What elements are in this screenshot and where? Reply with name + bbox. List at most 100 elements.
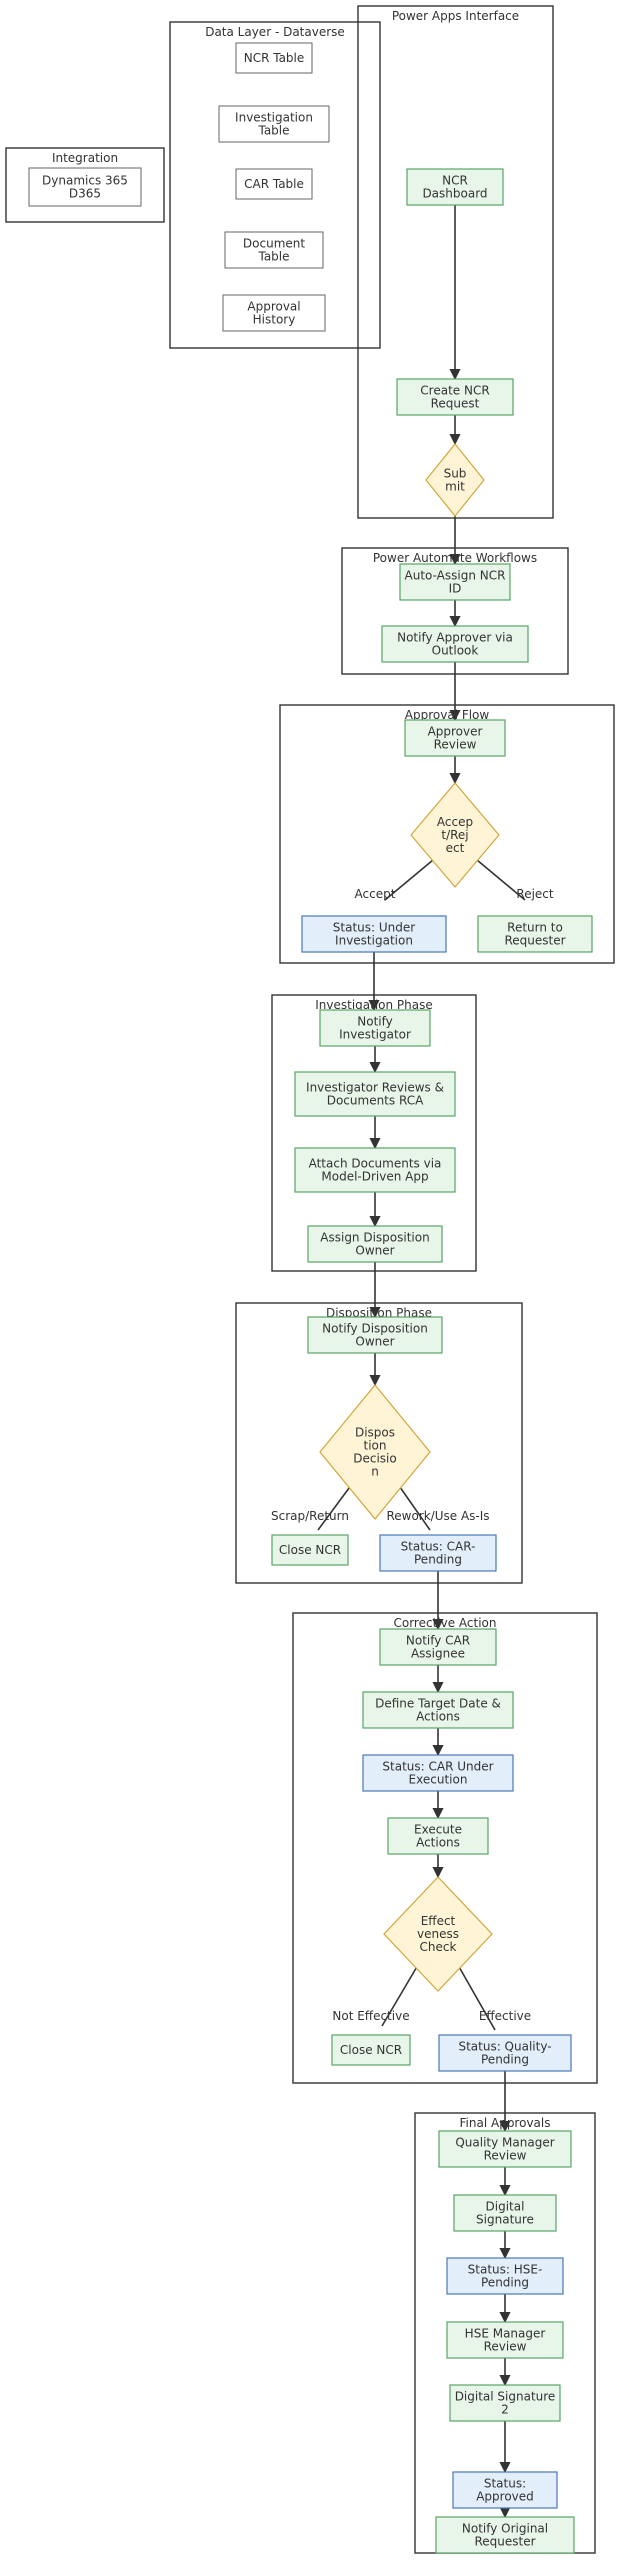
- edge-line: [457, 1964, 496, 2031]
- node-label: Notify: [357, 1015, 392, 1029]
- node-label: Close NCR: [340, 2043, 402, 2057]
- node-label: Owner: [355, 1335, 394, 1349]
- edge-label-rework: Rework/Use As-Is: [386, 1509, 489, 1523]
- node-label: Auto-Assign NCR: [405, 569, 506, 583]
- node-box: [438, 2130, 572, 2168]
- node-ncr-table: NCR Table: [235, 42, 313, 74]
- node-box: [399, 563, 511, 601]
- node-label: ect: [446, 841, 465, 855]
- node-label: t/Rej: [441, 828, 468, 842]
- node-label: Create NCR: [420, 384, 489, 398]
- cluster-title: Corrective Action: [393, 1616, 496, 1630]
- node-accept-reject: Accept/Reject: [410, 782, 500, 888]
- node-label: veness: [417, 1927, 459, 1941]
- node-label: Pending: [481, 2053, 529, 2067]
- node-define-target: Define Target Date &Actions: [362, 1691, 514, 1729]
- edge-line: [476, 859, 526, 901]
- node-label: Return to: [507, 921, 563, 935]
- node-box: [379, 1534, 497, 1572]
- node-label: Execute: [414, 1823, 462, 1837]
- cluster-title: Integration: [52, 151, 118, 165]
- node-box: [449, 2384, 561, 2422]
- node-box: [477, 915, 593, 953]
- node-label: Status: Under: [333, 921, 415, 935]
- edge-label-not-effective: Not Effective: [332, 2009, 409, 2023]
- edge-label-effective: Effective: [479, 2009, 531, 2023]
- node-label: 2: [501, 2403, 509, 2417]
- node-label: Review: [484, 2340, 527, 2354]
- node-label: Requester: [504, 934, 565, 948]
- node-label: Pending: [481, 2276, 529, 2290]
- node-box: [404, 719, 506, 757]
- node-label: CAR Table: [244, 177, 304, 191]
- node-label: Execution: [409, 1773, 468, 1787]
- edge-line: [384, 859, 434, 901]
- node-label: Assign Disposition: [320, 1231, 429, 1245]
- node-box: [452, 2471, 558, 2509]
- node-label: Digital: [486, 2200, 525, 2214]
- node-box: [406, 168, 504, 206]
- cluster-frame: [235, 1302, 523, 1584]
- node-box: [218, 105, 330, 143]
- cluster-frame: [169, 21, 381, 349]
- node-label: Digital Signature: [455, 2390, 556, 2404]
- decision-diamond: [319, 1384, 431, 1520]
- node-label: Actions: [416, 1710, 460, 1724]
- node-label: n: [371, 1465, 379, 1479]
- node-label: Status: CAR Under: [382, 1760, 493, 1774]
- node-label: Assignee: [411, 1647, 465, 1661]
- node-label: Close NCR: [279, 1543, 341, 1557]
- edge-line: [381, 1964, 419, 2027]
- cluster-title: Approval Flow: [405, 708, 490, 722]
- node-label: Table: [257, 250, 289, 264]
- node-label: Sub: [444, 467, 467, 481]
- node-box: [453, 2194, 557, 2232]
- decision-diamond: [410, 782, 500, 888]
- node-label: Attach Documents via: [309, 1157, 442, 1171]
- node-label: Signature: [476, 2213, 534, 2227]
- node-label: HSE Manager: [465, 2327, 546, 2341]
- node-label: Documents RCA: [327, 1094, 424, 1108]
- node-label: Approver: [428, 725, 483, 739]
- node-label: Model-Driven App: [321, 1170, 428, 1184]
- edge-label-reject: Reject: [516, 887, 553, 901]
- node-label: ID: [449, 582, 462, 596]
- node-box: [396, 378, 514, 416]
- node-car-table: CAR Table: [235, 168, 313, 200]
- edge-line: [317, 1479, 356, 1531]
- node-box: [438, 2034, 572, 2072]
- node-label: Outlook: [432, 644, 479, 658]
- node-investigator-reviews: Investigator Reviews &Documents RCA: [294, 1071, 456, 1117]
- node-status-car-pending: Status: CAR-Pending: [379, 1534, 497, 1572]
- cluster-title: Power Apps Interface: [392, 9, 519, 23]
- node-box: [362, 1691, 514, 1729]
- node-status-quality: Status: Quality-Pending: [438, 2034, 572, 2072]
- node-label: Investigation: [235, 111, 313, 125]
- node-label: Pending: [414, 1553, 462, 1567]
- node-label: Status: HSE-: [468, 2263, 543, 2277]
- cluster-data-layer: Data Layer - Dataverse: [169, 21, 381, 349]
- node-label: Review: [484, 2149, 527, 2163]
- node-label: Status:: [484, 2477, 526, 2491]
- cluster-approval-flow: Approval Flow: [279, 704, 615, 964]
- node-label: Owner: [355, 1244, 394, 1258]
- node-label: Effect: [421, 1914, 456, 1928]
- node-label: Notify Disposition: [322, 1322, 428, 1336]
- node-label: NCR: [442, 174, 468, 188]
- node-box: [446, 2257, 564, 2295]
- node-box: [381, 625, 529, 663]
